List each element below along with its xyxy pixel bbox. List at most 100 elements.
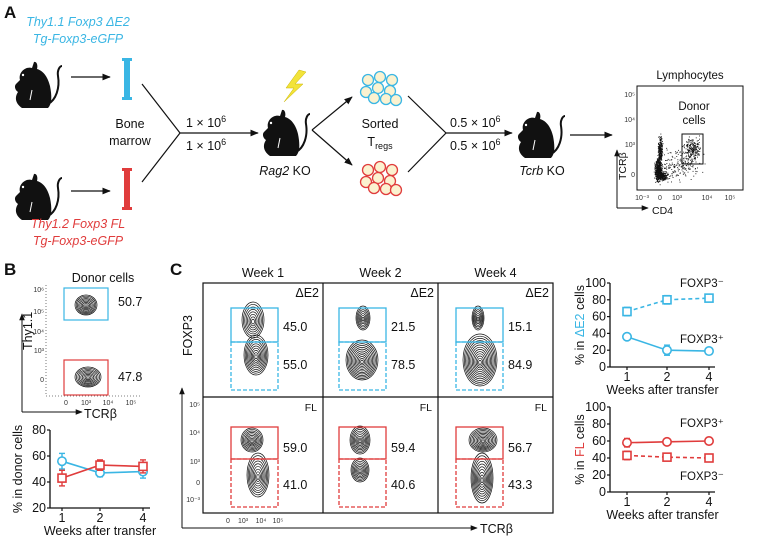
y-axis-title: % in ΔE2 cells (573, 285, 587, 365)
event-dot (657, 155, 659, 156)
event-dot (659, 155, 661, 157)
data-point-square (622, 306, 632, 317)
event-dot (693, 144, 694, 145)
y-tick-label: 20 (592, 468, 606, 482)
event-dot (659, 170, 661, 172)
event-dot (660, 149, 662, 151)
event-dot (666, 174, 668, 176)
event-dot (690, 149, 692, 150)
event-dot (688, 154, 689, 156)
event-dot (659, 167, 660, 169)
event-dot (662, 173, 664, 175)
event-dot (688, 151, 690, 153)
contour-line (355, 305, 371, 331)
data-point-circle (703, 346, 714, 357)
event-dot (659, 165, 661, 167)
event-dot (688, 167, 690, 169)
contour-line (349, 345, 375, 376)
panel-label-c: C (170, 260, 182, 279)
event-dot (655, 167, 657, 169)
event-dot (660, 163, 662, 164)
event-dot (657, 178, 659, 180)
event-dot (657, 165, 659, 167)
event-dot (660, 166, 661, 168)
event-dot (669, 152, 671, 154)
event-dot (699, 154, 700, 156)
event-dot (692, 153, 694, 155)
event-dot (699, 162, 701, 164)
contour-line (354, 352, 370, 370)
event-dot (659, 166, 661, 167)
event-dot (658, 136, 660, 137)
event-dot (658, 155, 660, 157)
event-dot (658, 162, 660, 164)
donor-fl-genotype-line1: Thy1.2 Foxp3 FL (31, 217, 126, 231)
contour-line (251, 463, 265, 489)
x-tick: 10³ (672, 195, 683, 202)
contour-line (86, 376, 90, 380)
contour-line (478, 436, 488, 445)
mouse-icon-tcrb-ko (516, 110, 566, 159)
event-dot (659, 175, 661, 177)
event-dot (656, 178, 658, 180)
event-dot (682, 161, 684, 163)
event-dot (657, 164, 658, 166)
event-dot (695, 161, 697, 163)
event-dot (661, 180, 663, 182)
event-dot (689, 151, 691, 153)
contour-line (353, 350, 371, 372)
event-dot (697, 150, 699, 152)
event-dot (674, 157, 676, 159)
event-dot (684, 160, 686, 162)
contour-line (356, 435, 364, 446)
gate-percent-fl-neg: 41.0 (283, 478, 307, 492)
event-dot (686, 162, 688, 164)
event-dot (694, 150, 696, 151)
contour-line (475, 434, 491, 447)
event-dot (660, 141, 662, 143)
event-dot (694, 147, 696, 149)
event-dot (694, 145, 696, 147)
data-point-square (662, 452, 672, 462)
event-dot (660, 147, 661, 149)
event-dot (659, 158, 661, 159)
contour-line (473, 351, 487, 372)
event-dot (692, 145, 694, 147)
event-dot (659, 158, 661, 160)
event-dot (656, 164, 658, 166)
event-dot (658, 159, 660, 160)
event-dot (656, 166, 658, 167)
contour-line (479, 474, 485, 486)
event-dot (659, 139, 661, 141)
panel-label-a: A (4, 3, 16, 22)
y-axis-title-part: % in (573, 337, 587, 365)
event-dot (696, 146, 698, 147)
event-dot (673, 171, 675, 173)
y-tick-label: 80 (592, 293, 606, 307)
gate-foxp3-pos (338, 307, 387, 343)
event-dot (680, 166, 682, 168)
event-dot (662, 154, 663, 156)
event-dot (674, 166, 676, 167)
contour-line (252, 466, 264, 487)
event-dot (693, 143, 695, 144)
cell-icon (367, 181, 381, 195)
event-dot (662, 177, 663, 179)
y-tick-label: 40 (592, 326, 606, 340)
event-dot (656, 178, 658, 180)
event-dot (682, 165, 684, 167)
contour-line (470, 346, 490, 376)
event-dot (665, 167, 667, 169)
event-dot (661, 150, 663, 152)
event-dot (691, 162, 693, 164)
event-dot (693, 142, 695, 144)
event-dot (660, 174, 662, 176)
donor-gate (681, 133, 704, 165)
event-dot (680, 155, 682, 156)
event-dot (685, 175, 687, 177)
contour-line (78, 298, 94, 313)
event-dot (659, 180, 661, 182)
event-dot (680, 165, 682, 167)
event-dot (671, 181, 672, 183)
